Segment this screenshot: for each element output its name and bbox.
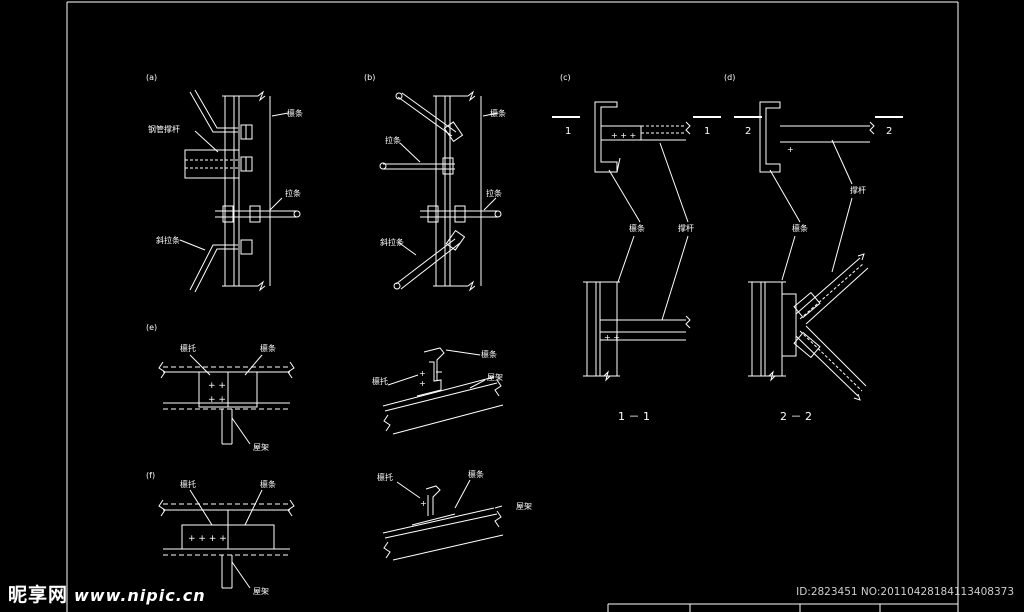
panel-b-tag: (b) <box>364 73 375 82</box>
panel-d-label-purlin: 檩条 <box>792 223 808 233</box>
drawing-frame <box>66 1 959 612</box>
panel-d-cut-left: 2 <box>745 126 751 137</box>
svg-text:+ +: + + <box>604 333 620 342</box>
panel-e-side-label-truss: 屋架 <box>487 373 503 382</box>
panel-e: (e) + + + + 檩托 檩条 屋架 <box>146 323 295 452</box>
panel-c-tag: (c) <box>560 73 571 82</box>
svg-text:+: + <box>419 369 426 378</box>
panel-e-side: + + 檩条 檩托 屋架 <box>372 347 504 435</box>
panel-c-cut-left: 1 <box>565 126 571 137</box>
svg-text:+: + <box>419 379 426 388</box>
panel-f-side-label-cleat: 檩托 <box>377 472 393 482</box>
panel-e-side-label-cleat: 檩托 <box>372 376 388 386</box>
panel-c: (c) 1 1 + + + 檩条 撑杆 + + 1 － <box>552 73 721 423</box>
watermark-logo: 昵享网 www.nipic.cn <box>8 580 206 607</box>
panel-a: (a) 檩条 钢管撑杆 拉 <box>146 73 303 293</box>
panel-f-tag: (f) <box>146 471 155 480</box>
panel-c-label-purlin: 檩条 <box>629 223 645 233</box>
panel-e-label-cleat: 檩托 <box>180 343 196 353</box>
panel-d-label-strut: 撑杆 <box>850 185 866 195</box>
panel-e-tag: (e) <box>146 323 157 332</box>
panel-c-label-strut: 撑杆 <box>678 223 694 233</box>
panel-f-side-label-purlin: 檩条 <box>468 469 484 479</box>
svg-text:+ + + +: + + + + <box>188 534 227 544</box>
panel-f-side-label-truss: 屋架 <box>516 502 532 511</box>
panel-c-cut-right: 1 <box>704 126 710 137</box>
panel-a-label-tie-rod: 拉条 <box>285 188 301 198</box>
panel-d-section-title-visible: 2 － 2 <box>780 410 812 423</box>
panel-e-side-label-purlin: 檩条 <box>481 349 497 359</box>
svg-text:+: + <box>787 145 794 154</box>
panel-a-label-purlin: 檩条 <box>287 108 303 118</box>
watermark-id: ID:2823451 NO:20110428184113408373 <box>796 586 1014 598</box>
panel-f-label-purlin: 檩条 <box>260 479 276 489</box>
panel-f-label-truss: 屋架 <box>253 587 269 596</box>
panel-a-label-diagonal-rod: 斜拉条 <box>156 235 180 245</box>
panel-b-label-tie-rod-upper: 拉条 <box>385 135 401 145</box>
svg-text:+ +: + + <box>208 381 226 391</box>
panel-f-side: + 檩托 檩条 屋架 <box>377 469 532 561</box>
watermark-url: www.nipic.cn <box>74 586 206 605</box>
panel-c-section-title: 1 － 1 <box>618 410 650 423</box>
panel-f-label-cleat: 檩托 <box>180 479 196 489</box>
panel-d-cut-right: 2 <box>886 126 892 137</box>
panel-e-label-truss: 屋架 <box>253 443 269 452</box>
panel-b-label-purlin: 檩条 <box>490 108 506 118</box>
panel-e-label-purlin: 檩条 <box>260 343 276 353</box>
panel-d-tag: (d) <box>724 73 735 82</box>
panel-b-label-diagonal-rod: 斜拉条 <box>380 237 404 247</box>
panel-f: (f) + + + + 檩托 檩条 屋架 <box>146 471 295 596</box>
svg-text:+ + +: + + + <box>611 131 636 140</box>
panel-b-label-tie-rod-lower: 拉条 <box>486 188 502 198</box>
panel-b: (b) 檩条 拉条 拉条 斜 <box>364 73 506 292</box>
svg-text:+: + <box>420 499 427 508</box>
watermark-logo-text: 昵享网 <box>8 584 69 606</box>
panel-a-label-pipe-strut: 钢管撑杆 <box>148 124 180 134</box>
panel-d: (d) 2 2 + 撑杆 檩条 <box>724 73 903 423</box>
svg-text:+ +: + + <box>208 395 226 405</box>
panel-a-tag: (a) <box>146 73 157 82</box>
